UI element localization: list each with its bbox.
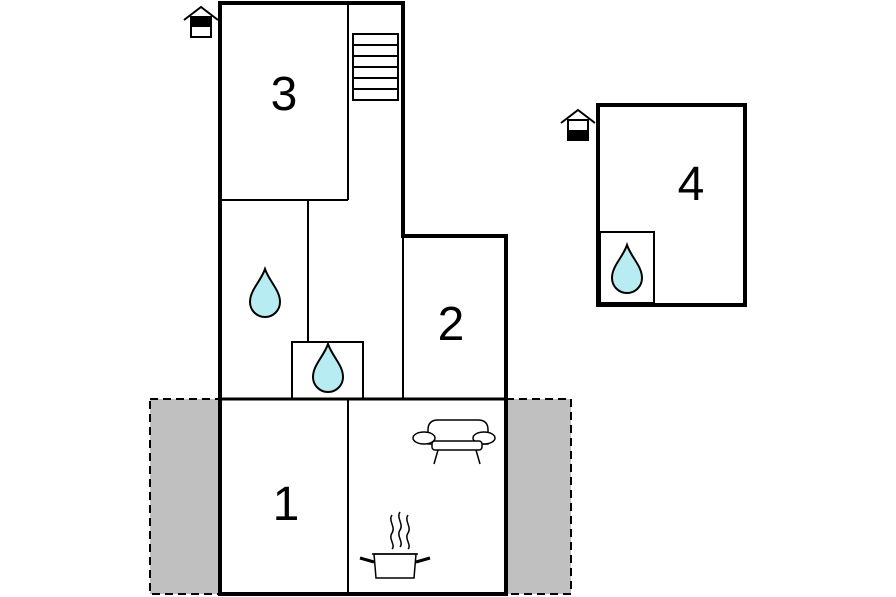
room-number-4: 4: [678, 158, 705, 211]
annex-bathroom-wall: [599, 231, 655, 304]
stairs-icon: [352, 33, 399, 101]
main-building-wall: [218, 1, 508, 596]
bathroom-icon: [311, 340, 345, 393]
bathroom-icon: [248, 265, 282, 318]
entrance-icon: [183, 5, 219, 38]
terrace-left: [149, 398, 221, 595]
room-number-2: 2: [438, 298, 465, 351]
annex-building-wall: [596, 103, 747, 307]
entrance-icon: [560, 108, 596, 141]
cooking-pot-icon: [359, 511, 431, 579]
sofa-icon: [412, 419, 496, 465]
terrace-right: [505, 398, 572, 595]
room-number-1: 1: [273, 478, 300, 531]
bathroom-icon: [610, 241, 644, 294]
room-number-3: 3: [271, 68, 298, 121]
